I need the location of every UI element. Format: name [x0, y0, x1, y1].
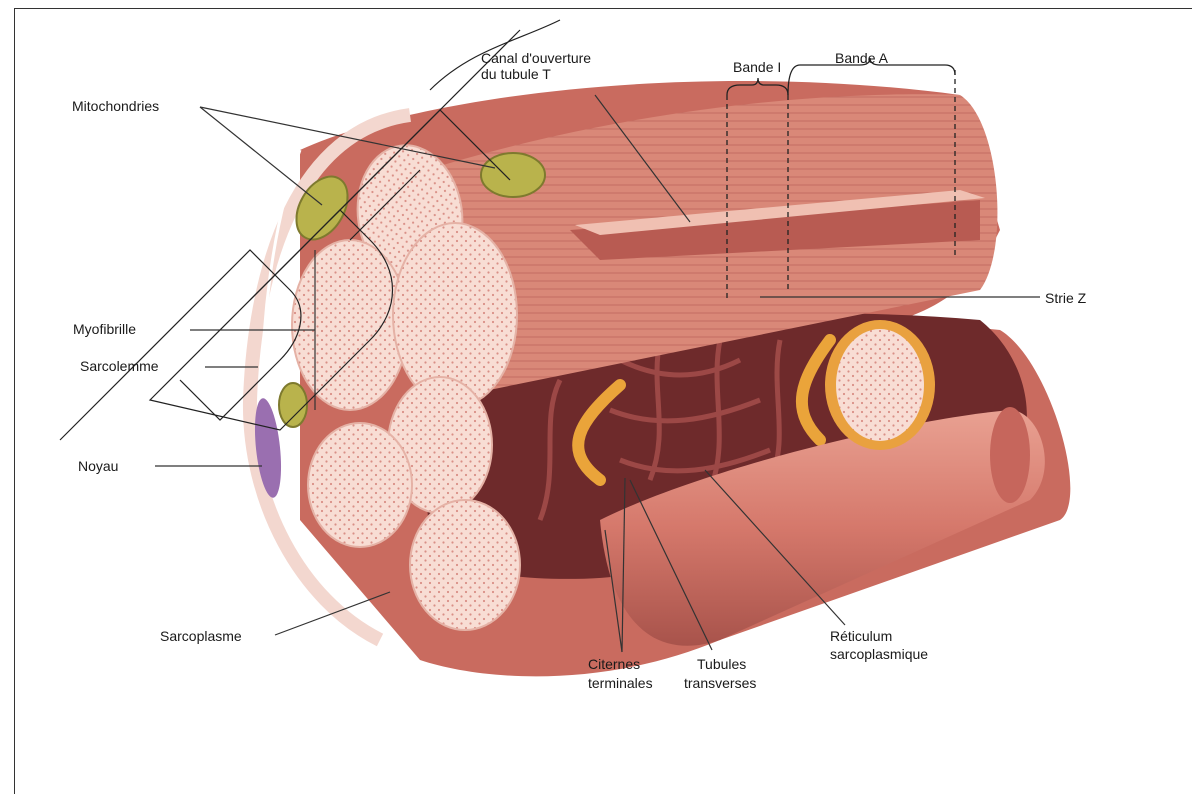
- label-canal-line2: du tubule T: [481, 66, 551, 83]
- label-bande-a: Bande A: [835, 50, 888, 67]
- label-reticulum-line1: Réticulum: [830, 628, 892, 645]
- label-noyau: Noyau: [78, 458, 118, 475]
- label-reticulum-line2: sarcoplasmique: [830, 646, 928, 663]
- label-tubules-line1: Tubules: [697, 656, 746, 673]
- label-canal-line1: Canal d'ouverture: [481, 50, 591, 67]
- label-bande-i: Bande I: [733, 59, 781, 76]
- label-sarcoplasme: Sarcoplasme: [160, 628, 242, 645]
- label-tubules-line2: transverses: [684, 675, 756, 692]
- label-citernes-line2: terminales: [588, 675, 653, 692]
- label-mitochondries: Mitochondries: [72, 98, 159, 115]
- label-sarcolemme: Sarcolemme: [80, 358, 159, 375]
- label-citernes-line1: Citernes: [588, 656, 640, 673]
- label-myofibrille: Myofibrille: [73, 321, 136, 338]
- label-strie-z: Strie Z: [1045, 290, 1086, 307]
